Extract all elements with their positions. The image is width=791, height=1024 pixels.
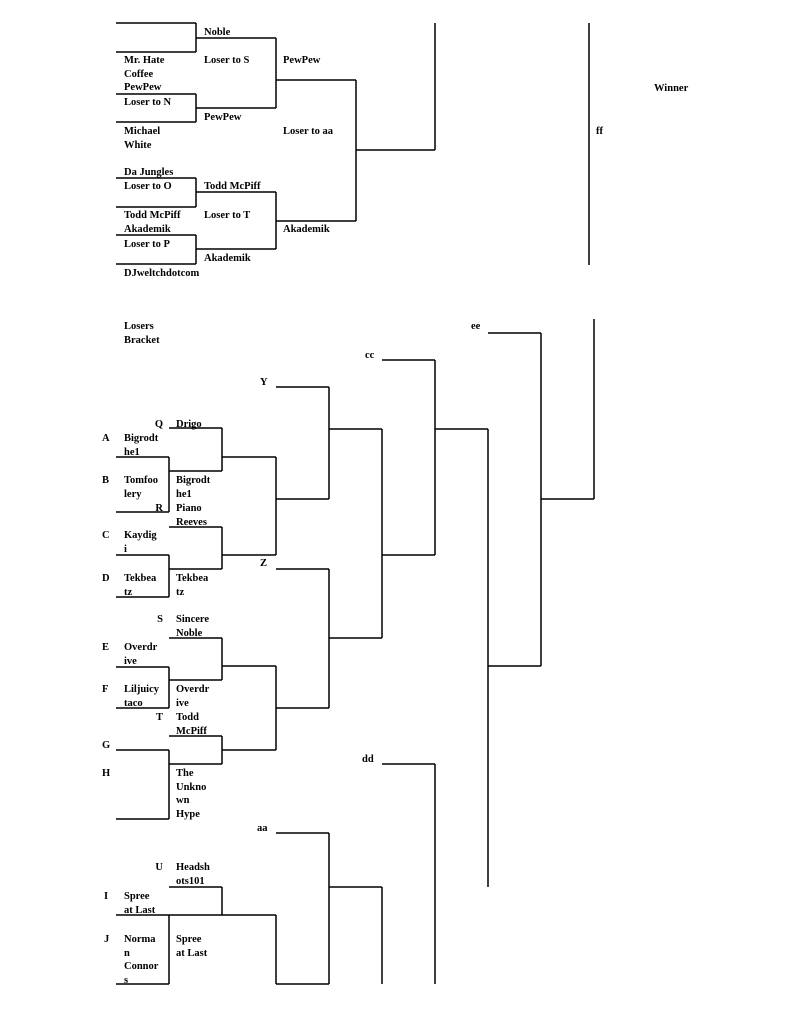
drop-letter: R xyxy=(155,503,163,514)
losers-r1-winner: Bigrodt he1 xyxy=(176,475,211,500)
winners-r2-player: Noble xyxy=(204,27,231,38)
losers-r1-entrant: Tomfoo lery xyxy=(124,475,159,500)
slot-label: aa xyxy=(257,823,268,834)
slot-label: cc xyxy=(365,350,375,361)
losers-drop-entrant: Todd McPiff xyxy=(176,712,207,737)
seed-letter: C xyxy=(102,530,110,541)
seed-letter: E xyxy=(102,642,110,653)
losers-r1-entrant: Kaydig i xyxy=(124,530,157,555)
seed-letter: G xyxy=(102,740,111,751)
winners-r2-player: Todd McPiff xyxy=(204,181,261,192)
winners-r1-player: Todd McPiff xyxy=(124,210,181,221)
seed-letter: B xyxy=(102,475,110,486)
losers-r1-entrant: Tekbea tz xyxy=(124,573,157,598)
seed-letter: H xyxy=(102,768,111,779)
winners-r3-player: PewPew xyxy=(283,55,321,66)
losers-r1-entrant: Overdr ive xyxy=(124,642,158,667)
winners-r2-player: Akademik xyxy=(204,253,251,264)
winners-r1-player: Michael White xyxy=(124,126,161,151)
winner-label: Winner xyxy=(654,83,689,94)
winners-r1-loser-label: Loser to P xyxy=(124,239,170,250)
seed-letter: F xyxy=(102,684,109,695)
slot-label: ee xyxy=(471,321,481,332)
winners-r2-loser-label: Loser to S xyxy=(204,55,250,66)
winners-r3-player: Akademik xyxy=(283,224,330,235)
winners-r1-player: Mr. Hate Coffee xyxy=(124,55,165,80)
losers-drop-entrant: Piano Reeves xyxy=(176,503,207,528)
winners-bracket-lines xyxy=(116,22,590,265)
drop-letter: Q xyxy=(154,419,163,430)
drop-letter: S xyxy=(157,614,163,625)
winners-r1-loser-label: Loser to O xyxy=(124,181,172,192)
winners-r2-player: PewPew xyxy=(204,112,242,123)
losers-drop-entrant: Drigo xyxy=(176,419,202,430)
winners-r2-loser-label: Loser to T xyxy=(204,210,251,221)
seed-letter: D xyxy=(102,573,110,584)
losers-r1-entrant: Bigrodt he1 xyxy=(124,433,159,458)
drop-letter: T xyxy=(155,712,163,723)
losers-drop-entrant: Headsh ots101 xyxy=(176,862,210,887)
losers-r1-entrant: Liljuicy taco xyxy=(124,684,160,709)
slot-label: Y xyxy=(260,377,268,388)
seed-letter: J xyxy=(104,934,110,945)
winners-r1-player: PewPew xyxy=(124,82,162,93)
slot-label: Z xyxy=(260,558,268,569)
losers-r1-entrant: Norma n Connor s xyxy=(124,934,159,986)
final-label: ff xyxy=(596,126,603,137)
winners-r1-loser-label: Loser to N xyxy=(124,97,172,108)
losers-r1-winner: Spree at Last xyxy=(176,934,208,959)
losers-r1-winner: Tekbea tz xyxy=(176,573,209,598)
slot-label: dd xyxy=(362,754,374,765)
seed-letter: I xyxy=(104,891,109,902)
seed-letter: A xyxy=(102,433,110,444)
losers-bracket-title: Losers Bracket xyxy=(124,321,160,346)
winners-r1-player: DJweltchdotcom xyxy=(124,268,200,279)
drop-letter: U xyxy=(155,862,163,873)
losers-r1-winner: Overdr ive xyxy=(176,684,210,709)
winners-r3-loser-label: Loser to aa xyxy=(283,126,333,137)
winners-r1-player: Da Jungles xyxy=(124,167,174,178)
losers-bracket-lines xyxy=(116,319,595,985)
losers-r1-entrant: Spree at Last xyxy=(124,891,156,916)
winners-r1-player: Akademik xyxy=(124,224,171,235)
losers-r1-winner: The Unkno wn Hype xyxy=(176,768,207,820)
losers-drop-entrant: Sincere Noble xyxy=(176,614,210,639)
